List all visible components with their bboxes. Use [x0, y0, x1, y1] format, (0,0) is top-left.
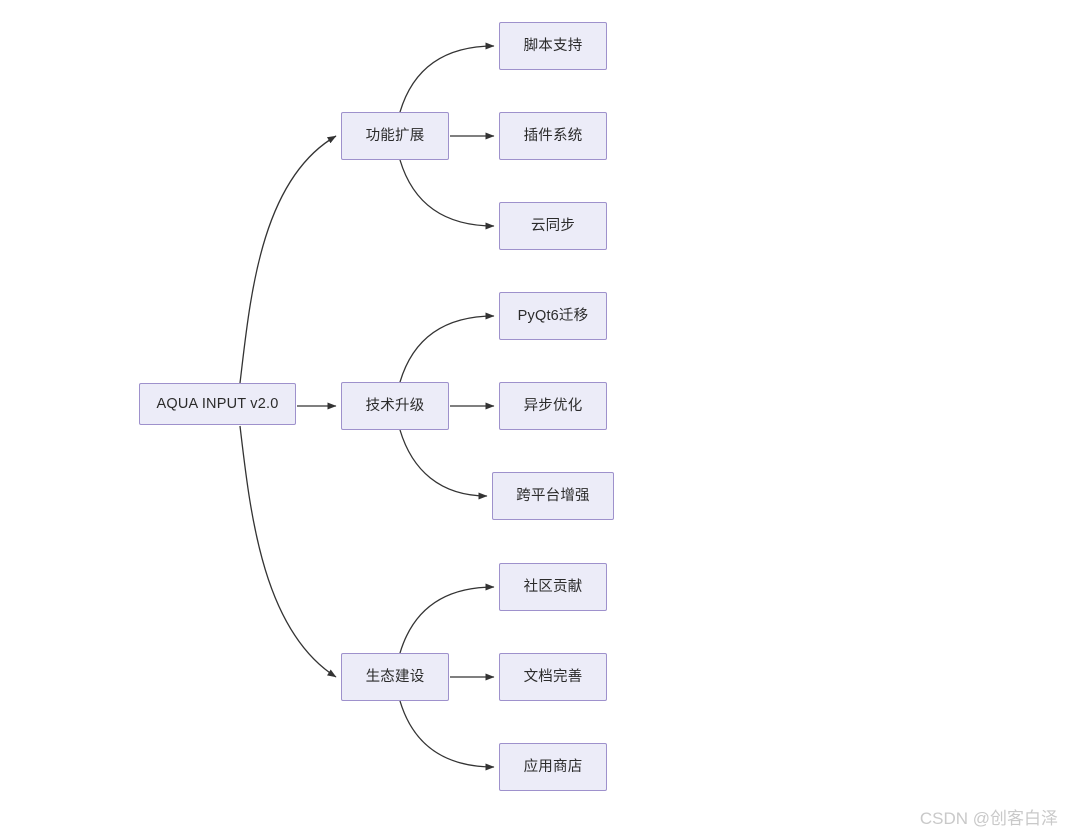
edge-eco-appstore: [399, 700, 495, 771]
node-label: 跨平台增强: [516, 487, 590, 504]
edge-eco-community: [399, 583, 495, 654]
node-label: 技术升级: [365, 397, 425, 414]
node-label: AQUA INPUT v2.0: [156, 395, 279, 412]
edge-feature-cloud: [399, 159, 495, 230]
edge-tech-crossplatform: [399, 429, 488, 500]
node-leaf-plugin[interactable]: 插件系统: [499, 112, 607, 160]
node-label: 功能扩展: [365, 127, 425, 144]
watermark: CSDN @创客白泽: [919, 809, 1058, 828]
node-label: PyQt6迁移: [517, 307, 589, 324]
node-label: 云同步: [530, 217, 576, 234]
node-leaf-community[interactable]: 社区贡献: [499, 563, 607, 611]
node-label: 应用商店: [523, 758, 583, 775]
node-label: 脚本支持: [523, 37, 583, 54]
edge-root-feature: [239, 135, 337, 384]
node-branch-tech[interactable]: 技术升级: [341, 382, 449, 430]
node-leaf-async[interactable]: 异步优化: [499, 382, 607, 430]
node-label: 社区贡献: [523, 578, 583, 595]
node-label: 生态建设: [365, 668, 425, 685]
node-leaf-cloud[interactable]: 云同步: [499, 202, 607, 250]
edge-feature-script: [399, 42, 495, 113]
node-leaf-crossplatform[interactable]: 跨平台增强: [492, 472, 614, 520]
node-label: 文档完善: [523, 668, 583, 685]
node-leaf-appstore[interactable]: 应用商店: [499, 743, 607, 791]
edge-tech-pyqt6: [399, 312, 495, 383]
node-branch-eco[interactable]: 生态建设: [341, 653, 449, 701]
node-leaf-pyqt6[interactable]: PyQt6迁移: [499, 292, 607, 340]
node-label: 异步优化: [523, 397, 583, 414]
edge-root-eco: [239, 425, 337, 678]
node-leaf-script[interactable]: 脚本支持: [499, 22, 607, 70]
node-root[interactable]: AQUA INPUT v2.0: [139, 383, 296, 425]
node-branch-feature[interactable]: 功能扩展: [341, 112, 449, 160]
node-label: 插件系统: [523, 127, 583, 144]
node-leaf-docs[interactable]: 文档完善: [499, 653, 607, 701]
